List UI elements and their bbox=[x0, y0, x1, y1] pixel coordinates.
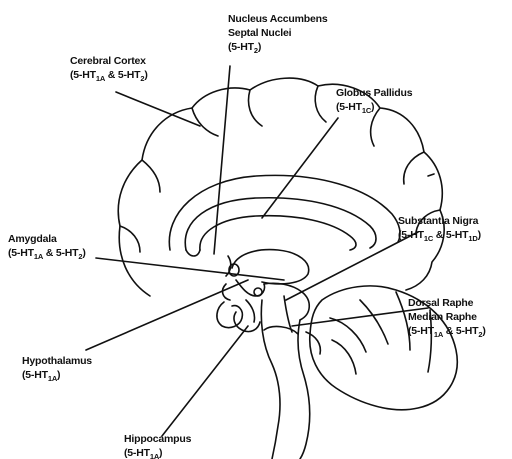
label-title: Cerebral Cortex bbox=[70, 54, 148, 68]
label-hypothalamus: Hypothalamus (5-HT1A) bbox=[22, 354, 92, 382]
leader-line-nucleus-accumbens bbox=[214, 66, 230, 254]
cortex-sulcus bbox=[404, 152, 424, 184]
label-title: Dorsal Raphe bbox=[408, 296, 486, 310]
label-globus-pallidus: Globus Pallidus (5-HT1C) bbox=[336, 86, 412, 114]
label-title: Amygdala bbox=[8, 232, 86, 246]
label-cerebral-cortex: Cerebral Cortex (5-HT1A & 5-HT2) bbox=[70, 54, 148, 82]
pituitary bbox=[217, 302, 242, 328]
label-hippocampus: Hippocampus (5-HT1A) bbox=[124, 432, 191, 459]
corpus-callosum bbox=[185, 198, 376, 250]
label-title: Hippocampus bbox=[124, 432, 191, 446]
callosum-end bbox=[186, 250, 200, 256]
aqueduct bbox=[284, 296, 292, 332]
label-receptors: (5-HT1A) bbox=[124, 446, 191, 459]
hippocampus-fold bbox=[246, 300, 255, 322]
label-title: Globus Pallidus bbox=[336, 86, 412, 100]
label-title: Substantia Nigra bbox=[398, 214, 481, 228]
brainstem-posterior bbox=[298, 320, 310, 459]
cortex-sulcus bbox=[142, 160, 160, 192]
optic-chiasm bbox=[223, 284, 230, 300]
stray-mark bbox=[428, 174, 434, 176]
mammillary-body bbox=[254, 288, 262, 296]
cortex-sulcus bbox=[315, 86, 326, 122]
leader-line-substantia-nigra bbox=[286, 232, 418, 300]
pons bbox=[264, 327, 298, 334]
label-receptors: (5-HT1A & 5-HT2) bbox=[8, 246, 86, 260]
cortex-sulcus bbox=[192, 108, 218, 136]
leader-line-hypothalamus bbox=[86, 280, 248, 350]
label-title: Median Raphe bbox=[408, 310, 486, 324]
label-title: Septal Nuclei bbox=[228, 26, 328, 40]
label-dorsal-raphe: Dorsal Raphe Median Raphe (5-HT1A & 5-HT… bbox=[408, 296, 486, 338]
label-amygdala: Amygdala (5-HT1A & 5-HT2) bbox=[8, 232, 86, 260]
cerebellum-folia bbox=[332, 340, 356, 374]
cortex-sulcus bbox=[249, 90, 263, 126]
label-nucleus-accumbens: Nucleus Accumbens Septal Nuclei (5-HT2) bbox=[228, 12, 328, 54]
brainstem-anterior bbox=[261, 300, 280, 459]
label-receptors: (5-HT1C) bbox=[336, 100, 412, 114]
label-title: Hypothalamus bbox=[22, 354, 92, 368]
label-receptors: (5-HT1A & 5-HT2) bbox=[408, 324, 486, 338]
hippocampus-fold bbox=[234, 312, 260, 332]
leader-line-globus-pallidus bbox=[262, 118, 338, 218]
label-receptors: (5-HT1A) bbox=[22, 368, 92, 382]
label-title: Nucleus Accumbens bbox=[228, 12, 328, 26]
leader-line-hippocampus bbox=[162, 326, 248, 436]
fourth-ventricle bbox=[306, 332, 320, 354]
label-receptors: (5-HT1A & 5-HT2) bbox=[70, 68, 148, 82]
cerebellum-folia bbox=[330, 318, 366, 352]
label-receptors: (5-HT1C & 5-HT1D) bbox=[398, 228, 481, 242]
leader-line-amygdala bbox=[96, 258, 284, 280]
corpus-callosum-inner bbox=[200, 216, 356, 250]
label-receptors: (5-HT2) bbox=[228, 40, 328, 54]
label-substantia-nigra: Substantia Nigra (5-HT1C & 5-HT1D) bbox=[398, 214, 481, 242]
cerebellum-folia bbox=[360, 300, 388, 344]
cortex-sulcus bbox=[120, 226, 140, 252]
